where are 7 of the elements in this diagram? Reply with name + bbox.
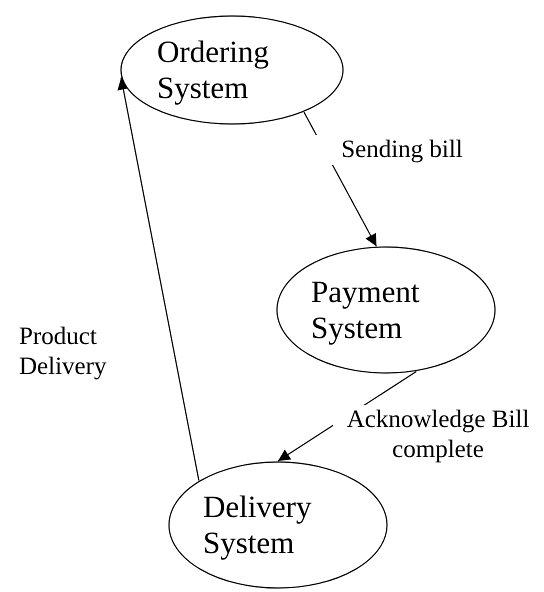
node-label: Delivery System <box>203 489 312 561</box>
system-ellipse <box>168 461 388 589</box>
system-ellipse <box>276 246 496 374</box>
system-ellipse <box>120 15 344 125</box>
node-label: Ordering System <box>157 34 270 106</box>
arrow <box>117 78 200 481</box>
node-label: Payment System <box>311 274 420 346</box>
